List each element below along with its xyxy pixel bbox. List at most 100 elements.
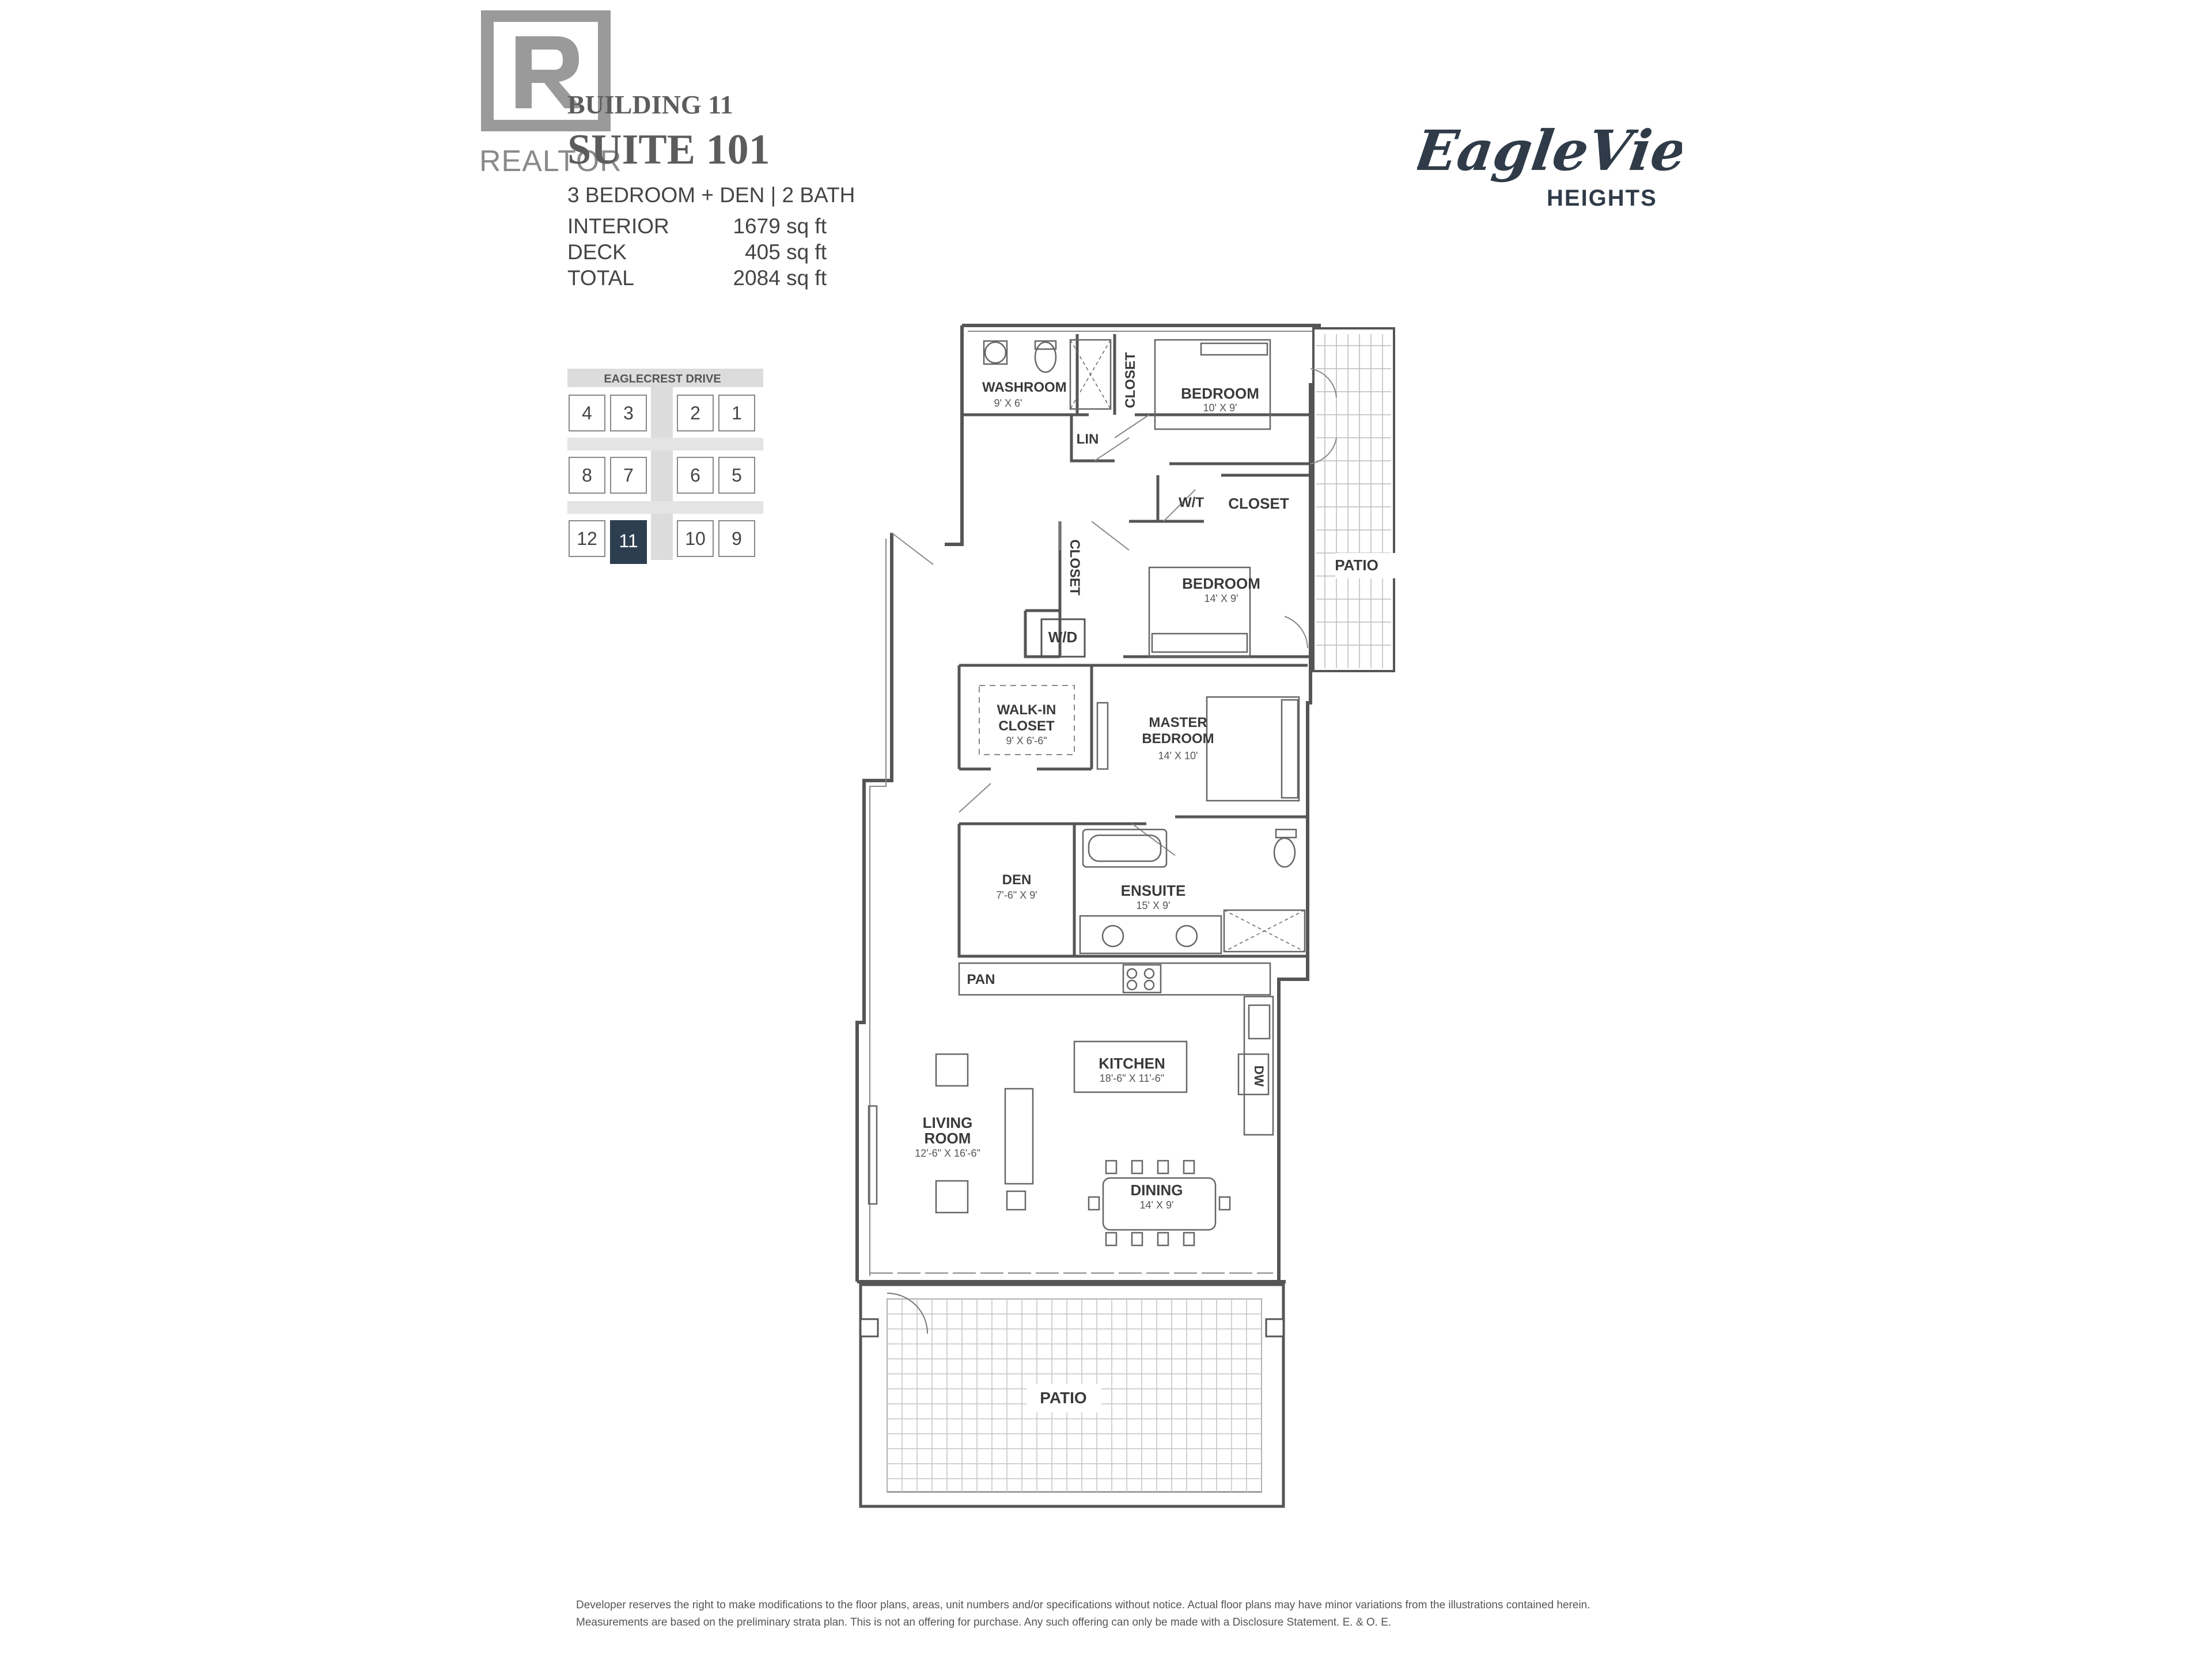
label-living-1: LIVING — [923, 1114, 973, 1131]
label-dining: DINING — [1131, 1181, 1183, 1199]
svg-text:9: 9 — [732, 528, 742, 549]
label-wd: W/D — [1048, 628, 1078, 646]
svg-text:1: 1 — [732, 403, 742, 423]
dim-walkin: 9' X 6'-6" — [1006, 735, 1047, 747]
master-closet-bar — [1096, 702, 1109, 770]
svg-text:5: 5 — [732, 465, 742, 486]
brand-wordmark: EagleView — [1417, 118, 1682, 183]
label-kitchen: KITCHEN — [1099, 1055, 1165, 1072]
svg-text:7: 7 — [623, 465, 634, 486]
disclaimer: Developer reserves the right to make mod… — [576, 1597, 1671, 1631]
label-lin: LIN — [1077, 431, 1099, 447]
dining-table — [1088, 1160, 1231, 1247]
label-pan: PAN — [967, 972, 995, 987]
realtor-r-glyph — [516, 36, 582, 108]
bedroom2-bed — [1148, 566, 1251, 658]
kitchen-counters — [958, 962, 1274, 1136]
svg-text:6: 6 — [690, 465, 700, 486]
spec-value: 405 sq ft — [745, 240, 827, 264]
dim-bedroom-2: 14' X 9' — [1205, 593, 1238, 604]
main-patio — [859, 1283, 1285, 1508]
washroom-fixtures — [983, 339, 1112, 410]
dim-master: 14' X 10' — [1158, 750, 1198, 762]
keyplan-unit-9: 9 — [718, 520, 755, 557]
label-living-2: ROOM — [925, 1130, 971, 1147]
label-ensuite: ENSUITE — [1121, 882, 1186, 899]
label-master-1: MASTER — [1149, 715, 1207, 730]
realtor-watermark-text: REALTOR — [479, 145, 622, 178]
label-walkin-1: WALK-IN — [997, 702, 1056, 718]
svg-text:8: 8 — [582, 465, 592, 486]
spec-row-deck: DECK 405 sq ft — [567, 240, 827, 264]
dim-den: 7'-6" X 9' — [996, 889, 1037, 901]
keyplan: EAGLECREST DRIVE 4 3 2 1 8 7 — [567, 369, 763, 564]
keyplan-unit-8: 8 — [569, 457, 605, 494]
keyplan-street-label: EAGLECREST DRIVE — [604, 373, 721, 385]
keyplan-unit-7: 7 — [610, 457, 647, 494]
label-bedroom-1: BEDROOM — [1181, 385, 1259, 402]
building-title: BUILDING 11 — [567, 90, 733, 119]
keyplan-unit-2: 2 — [677, 395, 714, 431]
svg-text:4: 4 — [582, 403, 592, 423]
label-washroom: WASHROOM — [982, 380, 1067, 395]
dim-washroom: 9' X 6' — [994, 397, 1022, 409]
keyplan-unit-4: 4 — [569, 395, 605, 431]
label-patio-side: PATIO — [1335, 556, 1378, 574]
keyplan-unit-11-highlighted: 11 — [610, 520, 647, 564]
label-bedroom-2: BEDROOM — [1182, 575, 1260, 592]
disclaimer-line-2: Measurements are based on the preliminar… — [576, 1616, 1392, 1628]
dim-dining: 14' X 9' — [1140, 1199, 1174, 1211]
keyplan-unit-3: 3 — [610, 395, 647, 431]
keyplan-unit-5: 5 — [718, 457, 755, 494]
suite-title: SUITE 101 — [567, 126, 770, 173]
bed-bath-summary: 3 BEDROOM + DEN | 2 BATH — [567, 183, 855, 207]
label-wt: W/T — [1179, 495, 1204, 510]
living-furniture — [868, 1053, 1034, 1214]
spec-value: 2084 sq ft — [733, 266, 827, 290]
keyplan-unit-6: 6 — [677, 457, 714, 494]
keyplan-unit-1: 1 — [718, 395, 755, 431]
spec-label: INTERIOR — [567, 214, 669, 238]
svg-text:12: 12 — [577, 528, 597, 549]
svg-text:2: 2 — [690, 403, 700, 423]
label-closet-top: CLOSET — [1123, 352, 1138, 408]
door-swings — [891, 368, 1337, 856]
label-den: DEN — [1002, 872, 1032, 888]
label-closet-horizontal: CLOSET — [1228, 495, 1289, 512]
label-walkin-2: CLOSET — [998, 718, 1055, 734]
keyplan-street-band — [567, 369, 763, 387]
walkin-shelving — [979, 685, 1075, 755]
svg-text:10: 10 — [685, 528, 706, 549]
wd-box — [1040, 618, 1086, 658]
keyplan-lane-2 — [567, 501, 763, 514]
keyplan-unit-12: 12 — [569, 520, 605, 557]
spec-value: 1679 sq ft — [733, 214, 827, 238]
disclaimer-line-1: Developer reserves the right to make mod… — [576, 1599, 1590, 1611]
keyplan-lane-1 — [567, 438, 763, 450]
side-patio — [1312, 327, 1399, 672]
label-dw: DW — [1252, 1066, 1266, 1087]
exterior-wall-outline — [869, 331, 1313, 1276]
bedroom1-bed — [1154, 339, 1271, 430]
svg-text:11: 11 — [619, 531, 638, 551]
spec-row-total: TOTAL 2084 sq ft — [567, 266, 827, 290]
label-master-2: BEDROOM — [1142, 731, 1214, 747]
exterior-walls — [855, 324, 1321, 1283]
keyplan-cross-street — [651, 387, 673, 560]
label-closet-mid: CLOSET — [1067, 539, 1082, 596]
spec-row-interior: INTERIOR 1679 sq ft — [567, 214, 827, 238]
dim-ensuite: 15' X 9' — [1137, 900, 1171, 911]
eagleview-logo: EagleView HEIGHTS — [1417, 118, 1682, 211]
dim-living: 12'-6" X 16'-6" — [915, 1147, 980, 1159]
dim-bedroom-1: 10' X 9' — [1203, 402, 1237, 414]
brand-subtitle: HEIGHTS — [1547, 185, 1657, 211]
spec-label: DECK — [567, 240, 627, 264]
keyplan-unit-10: 10 — [677, 520, 714, 557]
label-patio-main: PATIO — [1040, 1389, 1086, 1407]
master-bed — [1206, 696, 1300, 802]
svg-text:3: 3 — [623, 403, 634, 423]
dim-kitchen: 18'-6" X 11'-6" — [1100, 1073, 1164, 1084]
spec-label: TOTAL — [567, 266, 634, 290]
realtor-logo — [481, 10, 611, 131]
